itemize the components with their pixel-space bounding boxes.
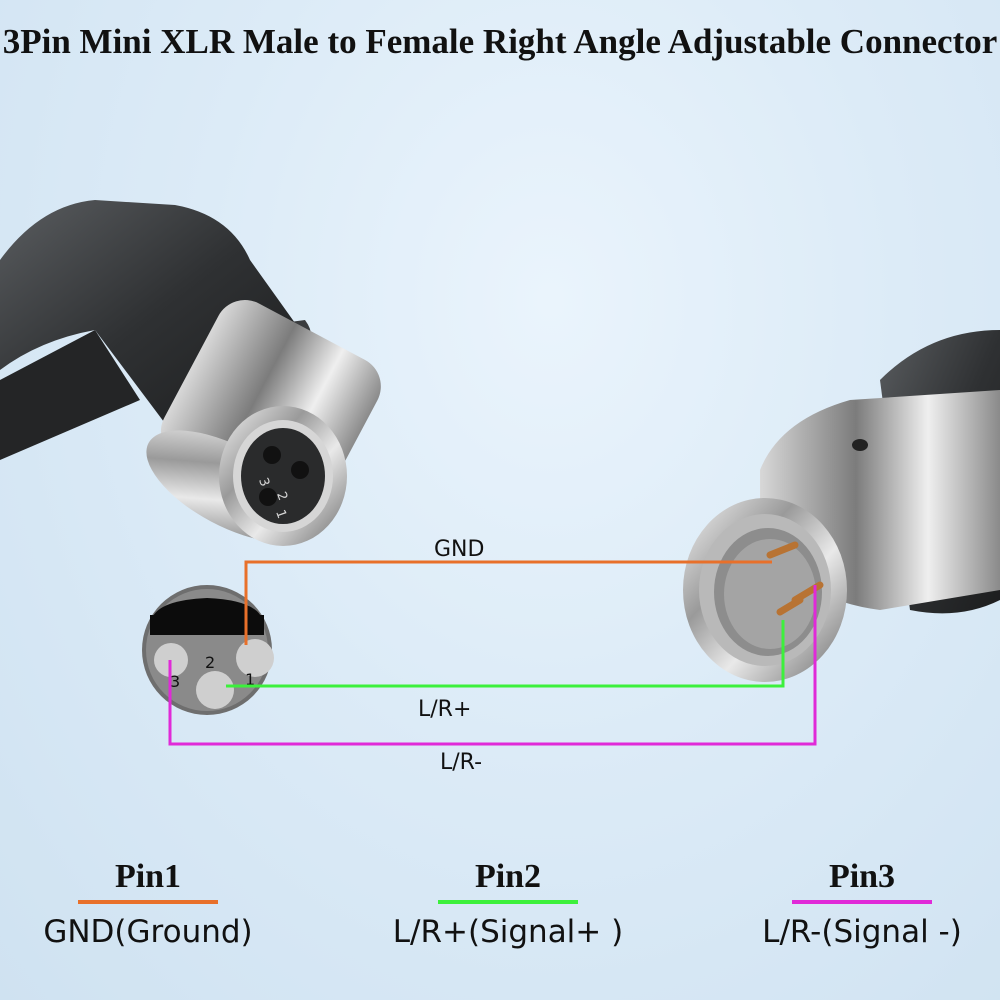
legend-pin1-title: Pin1 <box>114 858 182 895</box>
pinout-diagram: 1 2 3 <box>142 585 274 715</box>
wire-label-lr-plus: L/R+ <box>418 697 472 722</box>
pinout-pin-number-1: 1 <box>245 670 255 689</box>
wire-lr-plus <box>226 620 785 688</box>
legend-pin1-color-bar <box>78 900 218 904</box>
page-title: 3Pin Mini XLR Male to Female Right Angle… <box>2 22 998 61</box>
legend-pin1-description: GND(Ground) <box>43 914 253 950</box>
wire-gnd <box>244 560 772 645</box>
legend-pin3-title: Pin3 <box>828 858 896 895</box>
pinout-pin-number-3: 3 <box>170 672 180 691</box>
wire-label-gnd: GND <box>434 537 485 562</box>
pinout-pin-number-2: 2 <box>205 653 215 672</box>
female-connector: 3 2 1 <box>0 200 381 546</box>
male-connector <box>683 330 1000 682</box>
wire-label-lr-minus: L/R- <box>440 750 483 775</box>
legend-pin2-title: Pin2 <box>474 858 542 895</box>
legend-pin2-color-bar <box>438 900 578 904</box>
legend-pin2-description: L/R+(Signal+ ) <box>392 914 624 950</box>
legend-pin3-description: L/R-(Signal -) <box>762 914 962 950</box>
legend-pin1: Pin1 GND(Ground) <box>0 858 298 950</box>
legend-pin3: Pin3 L/R-(Signal -) <box>712 858 1000 950</box>
legend-pin3-color-bar <box>792 900 932 904</box>
wire-lr-minus <box>168 585 817 746</box>
legend-pin2: Pin2 L/R+(Signal+ ) <box>358 858 658 950</box>
